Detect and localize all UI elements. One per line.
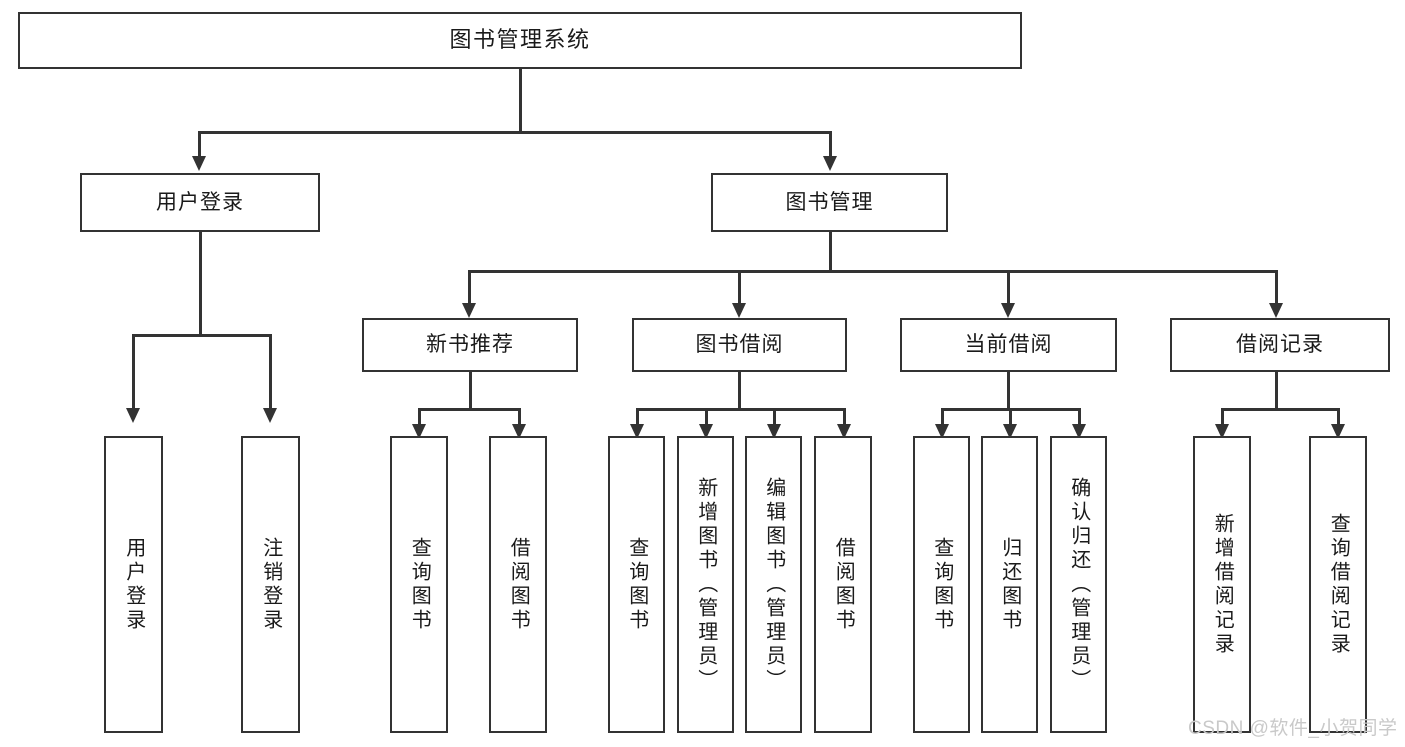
node-label: 归还图书 xyxy=(998,536,1021,633)
connector-to-book-borrow xyxy=(738,270,741,305)
arrowhead-bb-child-2 xyxy=(699,424,713,439)
node-label: 查询图书 xyxy=(408,536,431,633)
connector-br-child-2 xyxy=(1337,408,1340,428)
node-label: 查询借阅记录 xyxy=(1327,512,1350,657)
node-borrow-record[interactable]: 借阅记录 xyxy=(1170,318,1390,372)
arrowhead-leaf-user-login xyxy=(126,408,140,423)
connector-user-login-bus xyxy=(132,334,269,337)
node-label: 图书管理 xyxy=(785,190,874,214)
node-book-borrow[interactable]: 图书借阅 xyxy=(632,318,847,372)
connector-cb-child-3 xyxy=(1078,408,1081,428)
csdn-watermark: CSDN @软件_小贺同学 xyxy=(1188,718,1398,739)
node-new-book-recommend[interactable]: 新书推荐 xyxy=(362,318,578,372)
node-label: 借阅记录 xyxy=(1236,333,1324,357)
arrowhead-br-child-1 xyxy=(1215,424,1229,439)
connector-nbr-child-1 xyxy=(418,408,421,428)
arrowhead-book-borrow xyxy=(732,303,746,318)
connector-level2-bus xyxy=(198,131,832,134)
node-label: 新增借阅记录 xyxy=(1211,512,1234,657)
connector-nbr-child-2 xyxy=(518,408,521,428)
arrowhead-borrow-record xyxy=(1269,303,1283,318)
node-label: 编辑图书（管理员） xyxy=(762,476,785,693)
connector-root-stem xyxy=(519,69,522,133)
node-label: 新书推荐 xyxy=(426,333,514,357)
node-label: 图书借阅 xyxy=(695,333,784,357)
node-label: 用户登录 xyxy=(122,536,145,633)
connector-current-borrow-stem xyxy=(1007,372,1010,410)
node-book-manage[interactable]: 图书管理 xyxy=(711,173,948,232)
connector-new-book-recommend-stem xyxy=(469,372,472,410)
node-label: 查询图书 xyxy=(930,536,953,633)
connector-cb-child-2 xyxy=(1009,408,1012,428)
node-root-system[interactable]: 图书管理系统 xyxy=(18,12,1022,69)
leaf-user-login[interactable]: 用户登录 xyxy=(104,436,163,733)
node-label: 借阅图书 xyxy=(832,536,855,633)
leaf-add-record[interactable]: 新增借阅记录 xyxy=(1193,436,1251,733)
connector-to-new-book-recommend xyxy=(468,270,471,305)
leaf-add-book[interactable]: 新增图书（管理员） xyxy=(677,436,734,733)
leaf-query-book-3[interactable]: 查询图书 xyxy=(913,436,970,733)
arrowhead-current-borrow xyxy=(1001,303,1015,318)
arrowhead-cb-child-1 xyxy=(935,424,949,439)
connector-book-manage-stem xyxy=(829,232,832,272)
arrowhead-br-child-2 xyxy=(1331,424,1345,439)
node-label: 用户登录 xyxy=(156,190,244,214)
arrowhead-bb-child-1 xyxy=(630,424,644,439)
leaf-query-record[interactable]: 查询借阅记录 xyxy=(1309,436,1367,733)
arrowhead-nbr-child-2 xyxy=(512,424,526,439)
arrowhead-cb-child-2 xyxy=(1003,424,1017,439)
arrowhead-new-book-recommend xyxy=(462,303,476,318)
arrowhead-cb-child-3 xyxy=(1072,424,1086,439)
connector-to-leaf-user-logout xyxy=(269,334,272,410)
connector-cb-child-1 xyxy=(941,408,944,428)
connector-bb-child-2 xyxy=(705,408,708,428)
connector-borrow-record-stem xyxy=(1275,372,1278,410)
node-label: 确认归还（管理员） xyxy=(1067,476,1090,693)
connector-to-leaf-user-login xyxy=(132,334,135,410)
connector-to-current-borrow xyxy=(1007,270,1010,305)
leaf-query-book-2[interactable]: 查询图书 xyxy=(608,436,665,733)
node-label: 新增图书（管理员） xyxy=(694,476,717,693)
arrowhead-book-manage xyxy=(823,156,837,171)
leaf-edit-book[interactable]: 编辑图书（管理员） xyxy=(745,436,802,733)
node-label: 图书管理系统 xyxy=(449,27,591,53)
connector-user-login-stem xyxy=(199,232,202,336)
node-current-borrow[interactable]: 当前借阅 xyxy=(900,318,1117,372)
node-label: 当前借阅 xyxy=(964,333,1053,357)
arrowhead-nbr-child-1 xyxy=(412,424,426,439)
connector-br-child-1 xyxy=(1221,408,1224,428)
leaf-return-book[interactable]: 归还图书 xyxy=(981,436,1038,733)
connector-bb-child-3 xyxy=(773,408,776,428)
leaf-query-book-1[interactable]: 查询图书 xyxy=(390,436,448,733)
connector-level3-bus xyxy=(468,270,1277,273)
arrowhead-user-login xyxy=(192,156,206,171)
leaf-borrow-book-1[interactable]: 借阅图书 xyxy=(489,436,547,733)
connector-borrow-record-bus xyxy=(1221,408,1339,411)
connector-to-book-manage xyxy=(829,131,832,158)
leaf-confirm-return[interactable]: 确认归还（管理员） xyxy=(1050,436,1107,733)
node-label: 注销登录 xyxy=(259,536,282,633)
arrowhead-leaf-user-logout xyxy=(263,408,277,423)
node-label: 借阅图书 xyxy=(507,536,530,633)
leaf-user-logout[interactable]: 注销登录 xyxy=(241,436,300,733)
connector-to-user-login xyxy=(198,131,201,158)
connector-to-borrow-record xyxy=(1275,270,1278,305)
connector-new-book-recommend-bus xyxy=(418,408,521,411)
connector-book-borrow-bus xyxy=(636,408,845,411)
connector-bb-child-1 xyxy=(636,408,639,428)
node-user-login[interactable]: 用户登录 xyxy=(80,173,320,232)
node-label: 查询图书 xyxy=(625,536,648,633)
connector-book-borrow-stem xyxy=(738,372,741,410)
arrowhead-bb-child-4 xyxy=(837,424,851,439)
leaf-borrow-book-2[interactable]: 借阅图书 xyxy=(814,436,872,733)
arrowhead-bb-child-3 xyxy=(767,424,781,439)
connector-bb-child-4 xyxy=(843,408,846,428)
